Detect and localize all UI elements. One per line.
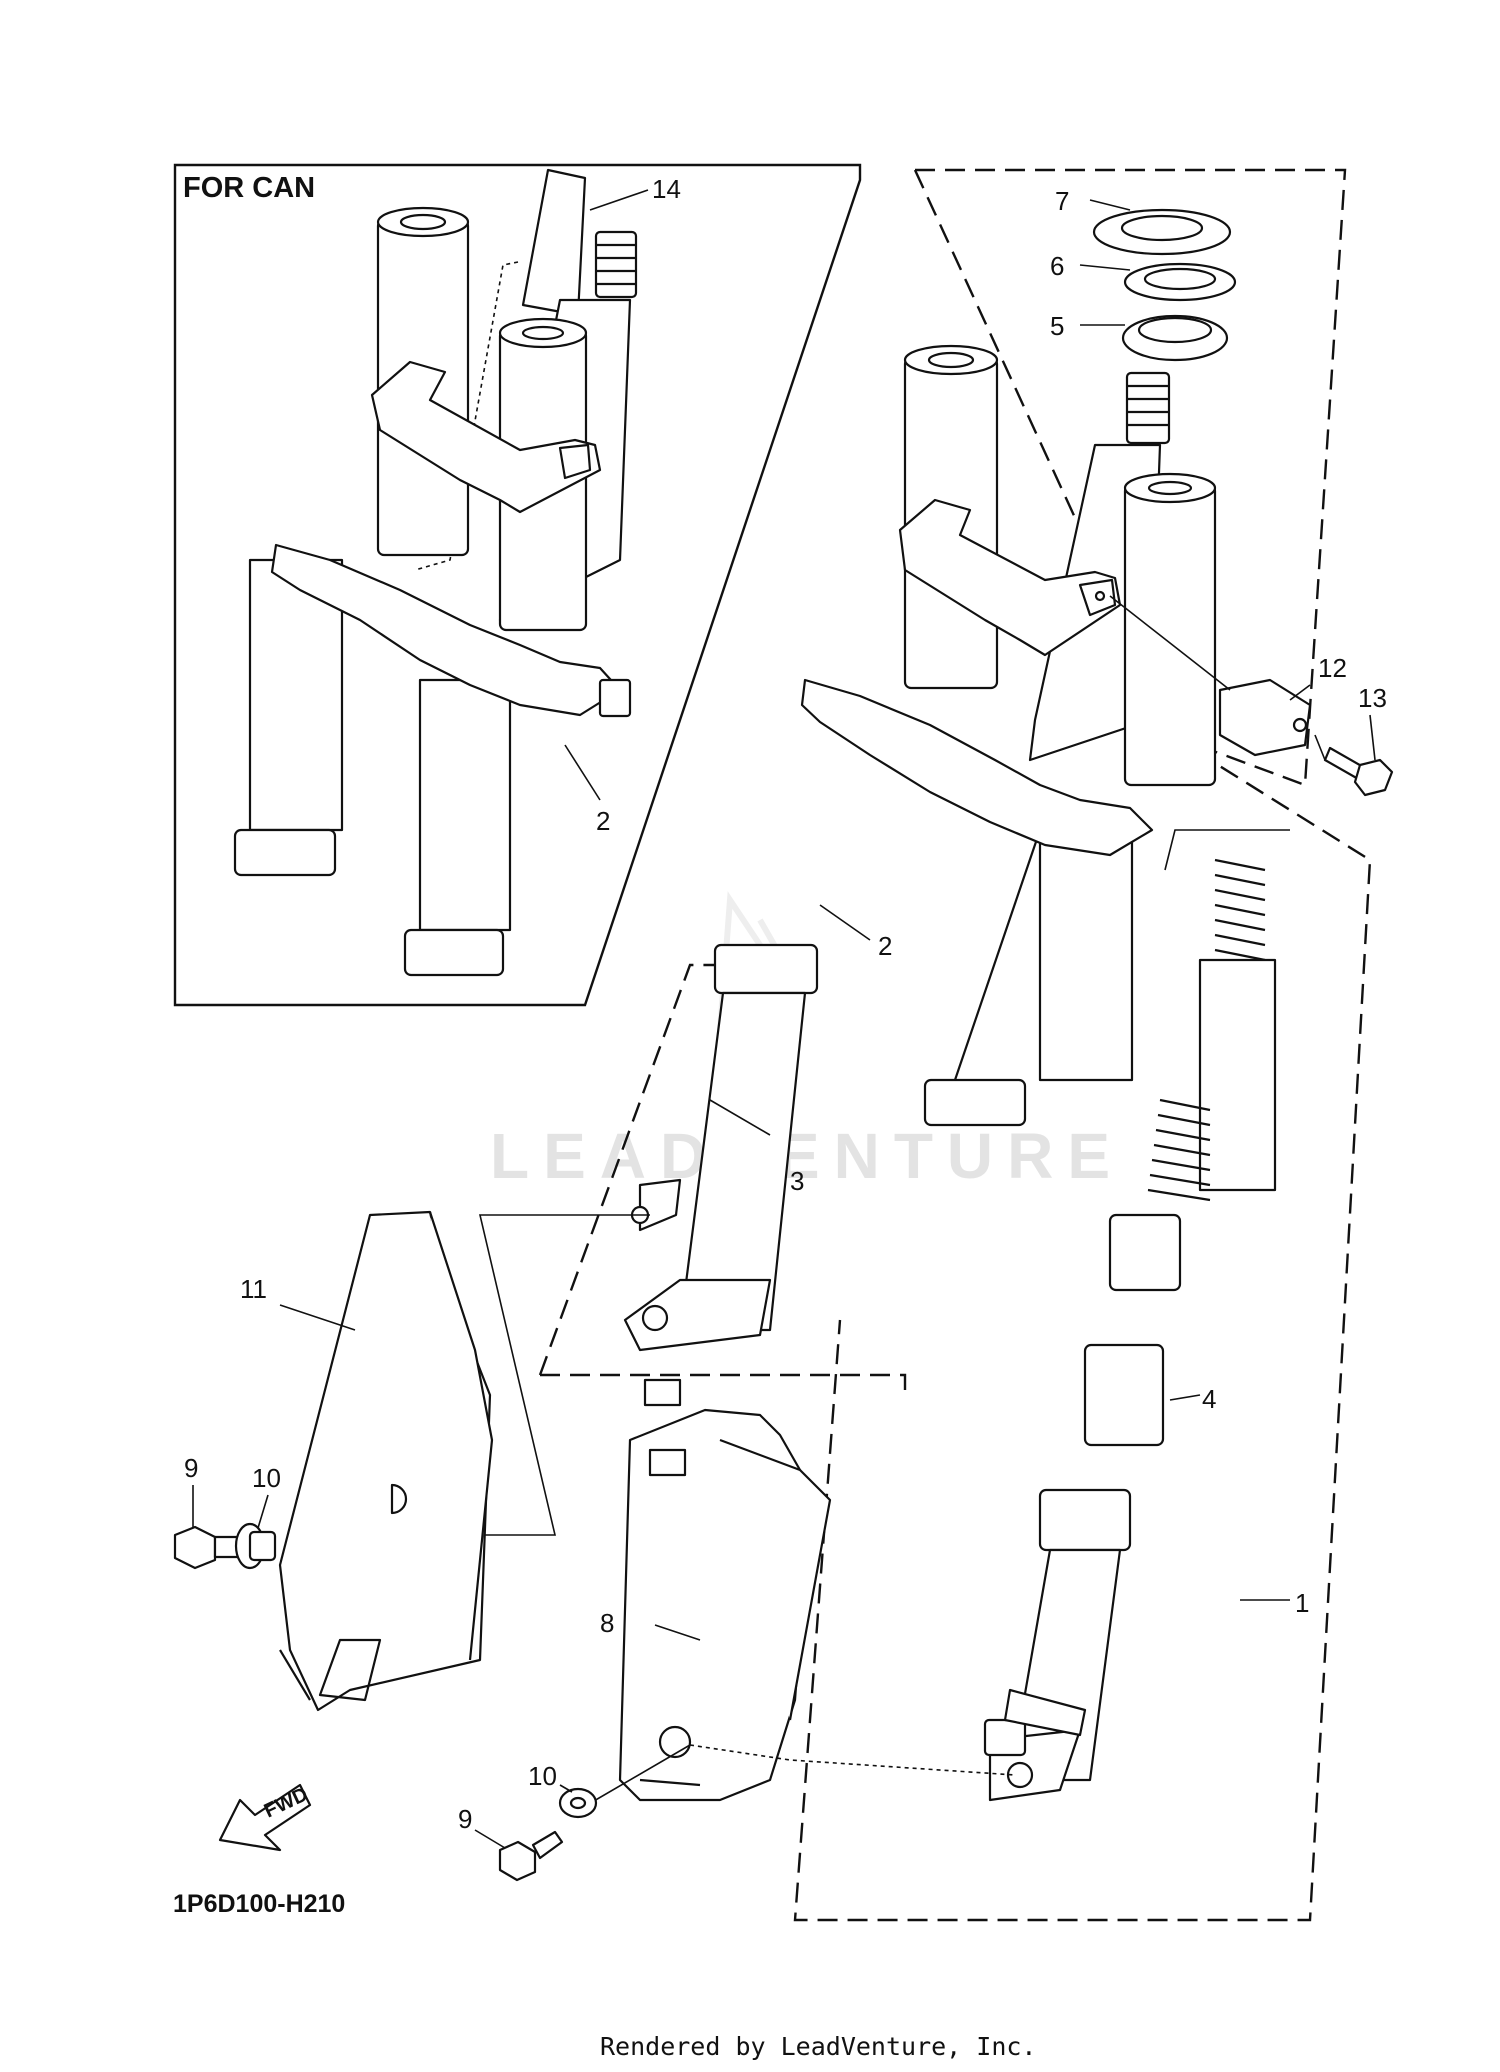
washer-10-bottom (558, 1787, 598, 1819)
callout-9-bottom: 9 (458, 1804, 472, 1834)
callout-10-left: 10 (252, 1463, 281, 1493)
main-under-bracket (800, 678, 1154, 857)
bearing-5 (1121, 314, 1229, 362)
main-right-fork-tube (923, 472, 1217, 1127)
bracket-12 (1218, 678, 1312, 757)
callout-7: 7 (1055, 186, 1069, 216)
fwd-arrow-icon: FWD (218, 1783, 311, 1852)
callout-leader-lines (192, 199, 1376, 1849)
bearing-7 (1092, 208, 1232, 256)
callout-13: 13 (1358, 683, 1387, 713)
inset-upper-bracket (370, 360, 602, 514)
callout-6: 6 (1050, 251, 1064, 281)
main-upper-bracket (898, 498, 1122, 657)
diagram-code: 1P6D100-H210 (173, 1890, 345, 1918)
for-can-inset: FOR CAN (173, 163, 862, 1007)
callout-1: 1 (1295, 1588, 1309, 1618)
callout-9-left: 9 (184, 1453, 198, 1483)
callout-5: 5 (1050, 311, 1064, 341)
decal-part (521, 168, 587, 317)
fork-spring-4 (983, 858, 1277, 1802)
fork-guard-8 (618, 1378, 832, 1802)
footer-credit: Rendered by LeadVenture, Inc. (600, 2032, 1037, 2061)
callout-3: 3 (790, 1166, 804, 1196)
watermark-text: LEADVENTURE (490, 1120, 1124, 1192)
callout-12: 12 (1318, 653, 1347, 683)
outer-tube-3 (623, 943, 819, 1352)
callout-4: 4 (1202, 1384, 1216, 1414)
callout-2-inset: 2 (596, 806, 610, 836)
bolt-9-left (173, 1525, 242, 1570)
bearing-6 (1123, 262, 1237, 302)
callout-14: 14 (652, 174, 681, 204)
callout-2: 2 (878, 931, 892, 961)
bolt-13 (1323, 746, 1394, 797)
fork-guard-11 (278, 1210, 494, 1712)
callout-10-bottom: 10 (528, 1761, 557, 1791)
callout-11: 11 (240, 1274, 267, 1304)
washer-10-left (234, 1522, 277, 1570)
bolt-9-bottom (498, 1830, 564, 1882)
inset-title: FOR CAN (183, 172, 315, 204)
callout-8: 8 (600, 1608, 614, 1638)
